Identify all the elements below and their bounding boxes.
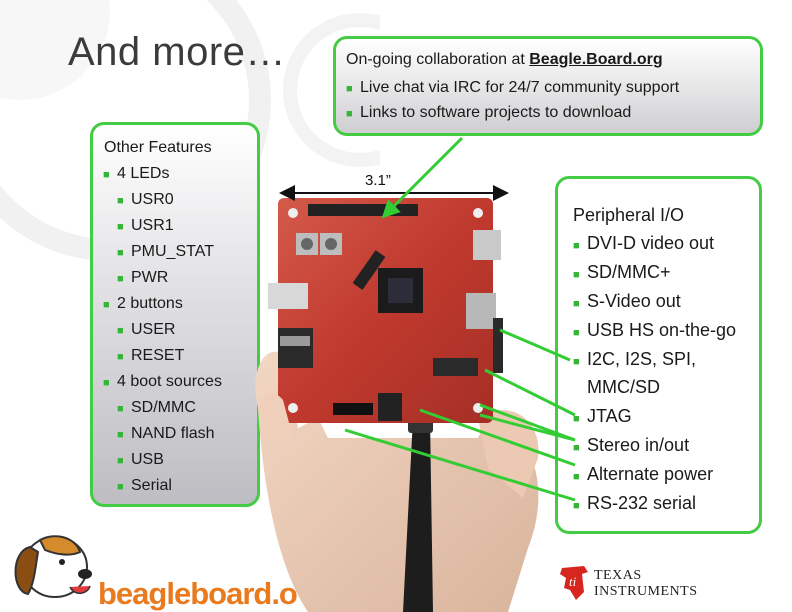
bullet-icon: ■ (573, 442, 580, 454)
peripheral-text: JTAG (587, 406, 632, 426)
collab-item: ■ Live chat via IRC for 24/7 community su… (346, 79, 679, 97)
peripheral-text: USB HS on-the-go (587, 320, 737, 340)
feature-text: RESET (131, 347, 185, 364)
collab-heading: On-going collaboration at Beagle.Board.o… (346, 51, 663, 69)
feature-subitem: ■ USER (117, 321, 175, 339)
feature-text: USR0 (131, 191, 174, 208)
board-in-hand-photo (255, 198, 539, 612)
peripheral-heading: Peripheral I/O (573, 205, 685, 225)
peripheral-item: ■ DVI-D video out (573, 233, 714, 254)
bullet-icon: ■ (117, 429, 124, 441)
bullet-icon: ■ (117, 195, 124, 207)
feature-text: Serial (131, 477, 172, 494)
feature-subitem: ■ PMU_STAT (117, 243, 214, 261)
bullet-icon: ■ (117, 247, 124, 259)
feature-text: USB (131, 451, 164, 468)
feature-text: SD/MMC (131, 399, 196, 416)
feature-text: 4 boot sources (117, 373, 222, 390)
peripheral-item: ■ S-Video out (573, 291, 681, 312)
peripheral-item: ■ JTAG (573, 406, 632, 427)
beagle-dog-icon (14, 535, 92, 598)
ti-logo-line1: TEXAS (594, 568, 642, 583)
peripheral-item: ■ SD/MMC+ (573, 262, 671, 283)
bullet-icon: ■ (117, 273, 124, 285)
bullet-icon: ■ (117, 325, 124, 337)
bullet-icon: ■ (346, 83, 353, 95)
peripheral-io-box: Peripheral I/O ■DVI-D video out■SD/MMC+■… (555, 176, 762, 534)
peripheral-text: S-Video out (587, 291, 681, 311)
peripheral-item: ■ I2C, I2S, SPI, (573, 349, 696, 370)
feature-text: 4 LEDs (117, 165, 170, 182)
feature-text: PWR (131, 269, 169, 286)
feature-item: ■ 2 buttons (103, 295, 183, 313)
peripheral-text: MMC/SD (587, 377, 660, 397)
feature-subitem: ■ RESET (117, 347, 184, 365)
peripheral-text: DVI-D video out (587, 233, 715, 253)
bullet-icon: ■ (117, 403, 124, 415)
dimension-label: 3.1” (365, 172, 391, 189)
peripheral-item: ■ Alternate power (573, 464, 713, 485)
peripheral-item: ■ Stereo in/out (573, 435, 689, 456)
feature-subitem: ■ PWR (117, 269, 168, 287)
bullet-icon: ■ (117, 455, 124, 467)
beagleboard-link[interactable]: Beagle.Board.org (529, 51, 663, 68)
feature-subitem: ■ USR0 (117, 191, 174, 209)
peripheral-item: MMC/SD (587, 377, 660, 398)
bullet-icon: ■ (573, 356, 580, 368)
bullet-icon: ■ (573, 298, 580, 310)
collab-item-text: Live chat via IRC for 24/7 community sup… (360, 79, 680, 96)
peripheral-item: ■ USB HS on-the-go (573, 320, 736, 341)
bullet-icon: ■ (117, 221, 124, 233)
feature-subitem: ■ USB (117, 451, 164, 469)
bullet-icon: ■ (346, 108, 353, 120)
bullet-icon: ■ (573, 240, 580, 252)
bullet-icon: ■ (573, 500, 580, 512)
svg-text:ti: ti (569, 574, 577, 589)
feature-item: ■ 4 boot sources (103, 373, 222, 391)
feature-text: USER (131, 321, 176, 338)
bullet-icon: ■ (117, 351, 124, 363)
peripheral-text: RS-232 serial (587, 493, 697, 513)
feature-text: PMU_STAT (131, 243, 214, 260)
bullet-icon: ■ (573, 327, 580, 339)
bullet-icon: ■ (117, 481, 124, 493)
peripheral-text: I2C, I2S, SPI, (587, 349, 697, 369)
peripheral-item: ■ RS-232 serial (573, 493, 696, 514)
bullet-icon: ■ (103, 377, 110, 389)
texas-instruments-logo-icon: ti (560, 566, 588, 600)
features-heading: Other Features (104, 139, 212, 156)
feature-subitem: ■ SD/MMC (117, 399, 196, 417)
feature-subitem: ■ USR1 (117, 217, 174, 235)
feature-text: USR1 (131, 217, 174, 234)
feature-item: ■ 4 LEDs (103, 165, 169, 183)
beagleboard-logo: beagleboard.o (98, 576, 298, 611)
other-features-box: Other Features ■ 4 LEDs ■ USR0 ■ USR1 ■ PMU_STA… (90, 122, 260, 507)
feature-text: NAND flash (131, 425, 215, 442)
peripheral-text: Alternate power (587, 464, 714, 484)
bullet-icon: ■ (573, 471, 580, 483)
slide-title: And more… (68, 30, 286, 74)
feature-subitem: ■ Serial (117, 477, 172, 495)
bullet-icon: ■ (103, 169, 110, 181)
feature-text: 2 buttons (117, 295, 183, 312)
peripheral-text: Stereo in/out (587, 435, 690, 455)
bullet-icon: ■ (103, 299, 110, 311)
bullet-icon: ■ (573, 413, 580, 425)
collaboration-box: On-going collaboration at Beagle.Board.o… (333, 36, 763, 136)
collab-heading-text: On-going collaboration at (346, 51, 530, 68)
feature-subitem: ■ NAND flash (117, 425, 215, 443)
peripheral-text: SD/MMC+ (587, 262, 671, 282)
collab-item-text: Links to software projects to download (360, 104, 632, 121)
ti-logo-line2: INSTRUMENTS (594, 584, 698, 599)
bullet-icon: ■ (573, 269, 580, 281)
collab-item: ■ Links to software projects to download (346, 104, 631, 122)
